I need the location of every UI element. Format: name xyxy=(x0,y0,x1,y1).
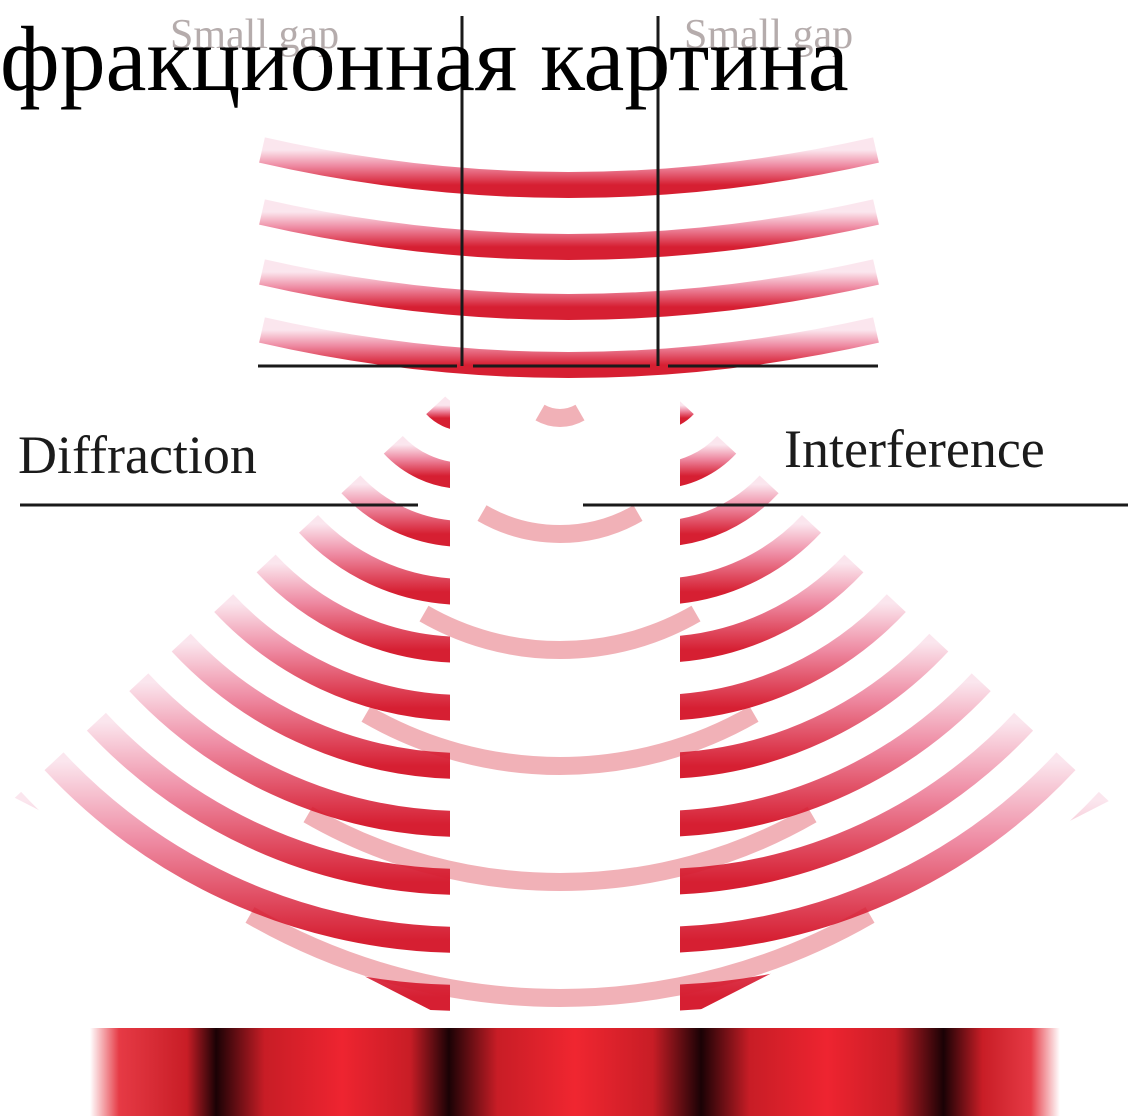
diffracted-wave-band xyxy=(436,405,494,418)
incoming-wave-band xyxy=(262,330,876,365)
incoming-wave-band xyxy=(262,150,876,185)
diffraction-label: Diffraction xyxy=(18,425,257,485)
diffracted-wave-band xyxy=(422,603,897,708)
diffracted-waves xyxy=(12,405,1109,998)
slide-title: фракционная картина xyxy=(0,8,849,110)
diffracted-wave-band xyxy=(393,445,534,476)
diffracted-wave-band xyxy=(627,405,685,418)
interference-overlap-band xyxy=(424,614,696,650)
incoming-waves xyxy=(262,150,876,365)
diffracted-wave-band xyxy=(224,603,699,708)
interference-overlap-band xyxy=(482,513,638,534)
incoming-wave-band xyxy=(262,272,876,307)
incoming-wave-band xyxy=(262,212,876,247)
interference-label: Interference xyxy=(784,419,1045,479)
interference-fringe-pattern xyxy=(90,1028,1060,1116)
diffracted-wave-band xyxy=(586,445,727,476)
interference-overlap-band xyxy=(540,413,580,418)
